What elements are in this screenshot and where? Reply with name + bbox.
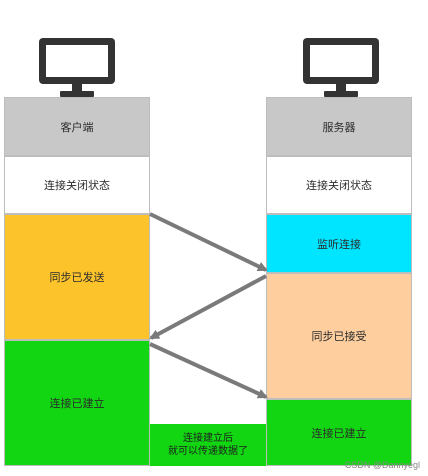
server-state-closed: 连接关闭状态	[266, 156, 412, 214]
syn-ack-arrow	[149, 274, 267, 340]
server-state-listen: 监听连接	[266, 214, 412, 273]
note-line-2: 就可以传递数据了	[168, 446, 248, 457]
monitor-icon	[303, 38, 379, 97]
client-state-closed: 连接关闭状态	[4, 156, 150, 214]
server-header-label: 服务器	[322, 120, 356, 134]
note-line-1: 连接建立后	[183, 433, 233, 444]
client-state-label: 连接关闭状态	[44, 179, 110, 192]
monitor-icon	[39, 38, 115, 97]
server-state-label: 监听连接	[317, 237, 361, 251]
server-state-label: 连接已建立	[311, 426, 367, 440]
ack-arrow	[149, 342, 268, 399]
client-state-syn-sent: 同步已发送	[4, 214, 150, 340]
client-header: 客户端	[4, 97, 150, 156]
server-state-label: 连接关闭状态	[306, 179, 372, 192]
server-state-established: 连接已建立	[266, 399, 412, 466]
server-state-label: 同步已接受	[311, 330, 367, 343]
syn-arrow	[149, 212, 268, 272]
client-state-label: 连接已建立	[49, 397, 105, 410]
client-header-label: 客户端	[60, 120, 94, 134]
server-state-syn-received: 同步已接受	[266, 273, 412, 399]
client-state-established: 连接已建立	[4, 340, 150, 466]
watermark: CSDN @Dannyegl	[344, 460, 420, 470]
data-transfer-note: 连接建立后 就可以传递数据了	[150, 424, 266, 466]
client-state-label: 同步已发送	[49, 271, 105, 284]
server-header: 服务器	[266, 97, 412, 156]
